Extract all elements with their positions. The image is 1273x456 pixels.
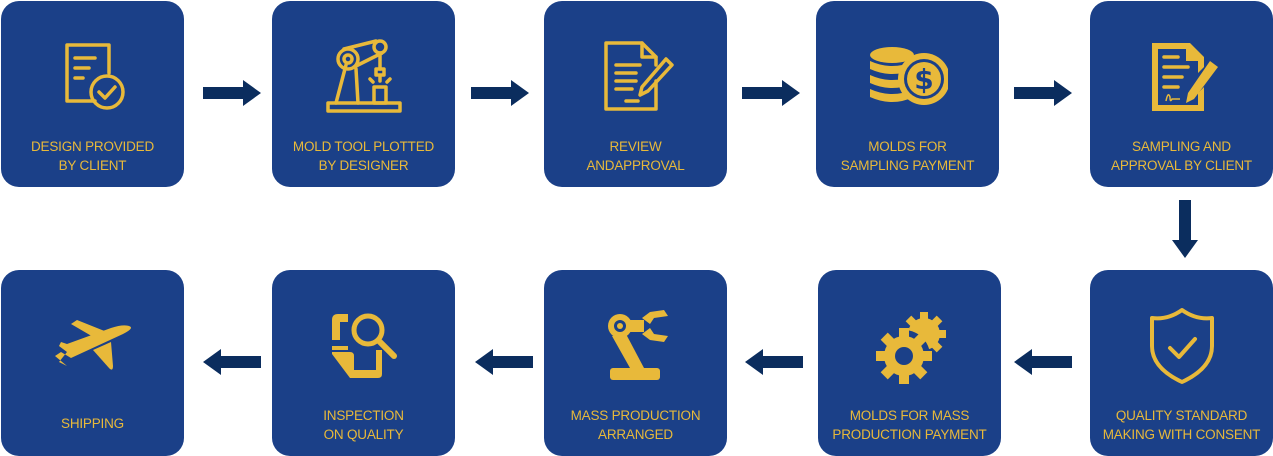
arrow-right-icon — [471, 80, 529, 106]
step-card-shipping: SHIPPING — [1, 270, 184, 456]
arrow-left-icon — [745, 349, 803, 375]
document-check-icon — [53, 37, 133, 117]
inspection-magnifier-icon — [324, 306, 404, 386]
arrow-left-icon — [203, 349, 261, 375]
airplane-icon — [53, 306, 133, 386]
arrow-left-icon — [1014, 349, 1072, 375]
arrow-down-icon — [1172, 200, 1198, 258]
arrow-right-icon — [1014, 80, 1072, 106]
gears-icon — [870, 306, 950, 386]
coins-dollar-icon: $ — [868, 37, 948, 117]
document-edit-icon — [596, 37, 676, 117]
shield-check-icon — [1142, 306, 1222, 386]
step-label: SHIPPING — [61, 416, 124, 431]
robotic-arm-icon — [324, 37, 404, 117]
svg-text:$: $ — [914, 63, 933, 96]
arrow-right-icon — [742, 80, 800, 106]
arrow-right-icon — [203, 80, 261, 106]
robot-arm-gripper-icon — [596, 306, 676, 386]
arrow-left-icon — [475, 349, 533, 375]
contract-sign-icon — [1142, 37, 1222, 117]
